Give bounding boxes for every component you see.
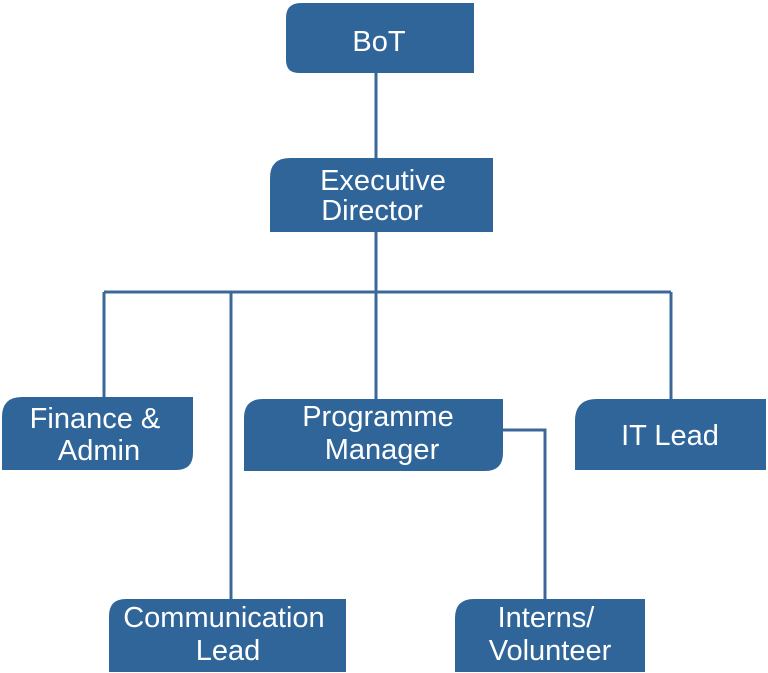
node-it-lead-box <box>575 399 766 470</box>
node-interns-volunteer-label: Interns/ Volunteer <box>489 602 612 667</box>
connector-programme-to-interns <box>500 428 547 602</box>
node-finance-admin-label: Finance & Admin <box>30 403 169 467</box>
node-finance-admin-box <box>2 397 193 470</box>
node-communication-lead-label: Communication Lead <box>123 602 333 667</box>
node-programme-manager: Programme Manager <box>244 399 503 471</box>
node-interns-volunteer: Interns/ Volunteer <box>455 599 645 672</box>
node-communication-lead: Communication Lead <box>109 599 346 672</box>
node-programme-manager-box <box>244 399 503 471</box>
node-finance-admin: Finance & Admin <box>2 397 193 470</box>
node-bot-label: BoT <box>352 26 405 58</box>
node-interns-volunteer-box <box>455 599 645 672</box>
node-bot: BoT <box>286 3 474 73</box>
node-programme-manager-label: Programme Manager <box>302 401 462 466</box>
node-executive-director-box <box>270 158 493 232</box>
connectors <box>102 70 673 603</box>
node-it-lead-label: IT Lead <box>621 420 719 452</box>
node-executive-director: Executive Director <box>270 158 493 232</box>
node-communication-lead-box <box>109 599 346 672</box>
node-bot-box <box>286 3 474 73</box>
node-executive-director-label: Executive Director <box>320 165 454 227</box>
node-it-lead: IT Lead <box>575 399 766 470</box>
